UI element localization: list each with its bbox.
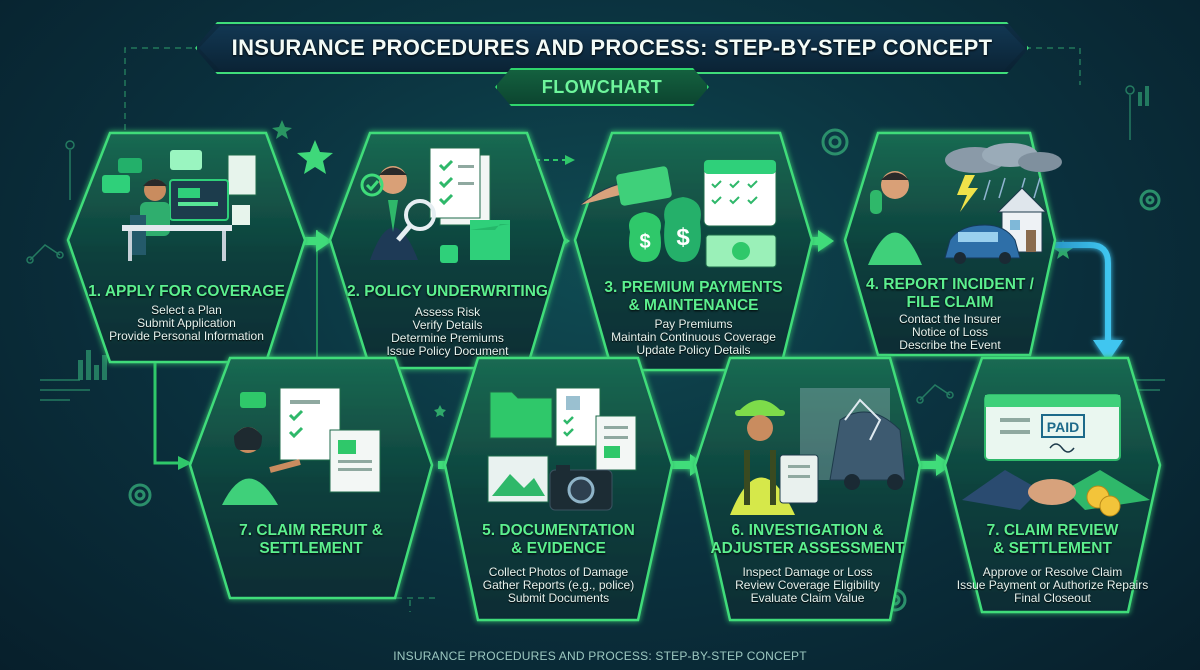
list-item: Approve or Resolve Claim	[982, 565, 1123, 579]
list-item: Verify Details	[412, 318, 483, 332]
title-banner: INSURANCE PROCEDURES AND PROCESS: STEP-B…	[195, 22, 1029, 74]
step-4-items: Contact the Insurer Notice of Loss Descr…	[845, 313, 1055, 352]
list-item: Pay Premiums	[654, 317, 733, 331]
list-item: Select a Plan	[151, 303, 222, 317]
step-5-illustration	[487, 387, 637, 511]
list-item: Gather Reports (e.g., police)	[482, 578, 635, 592]
step-2-illustration	[360, 147, 510, 263]
page-subtitle: FLOWCHART	[541, 76, 663, 97]
bar-chart-icon	[78, 86, 1149, 380]
step-5-title: 5. DOCUMENTATION & EVIDENCE	[482, 522, 635, 557]
list-item: Describe the Event	[899, 338, 1001, 352]
step-7-illustration	[222, 387, 381, 505]
list-item: Submit Documents	[507, 591, 610, 605]
background-dashed-lines	[124, 47, 1081, 612]
list-item: Inspect Damage or Loss	[742, 565, 873, 579]
list-item: Provide Personal Information	[109, 329, 264, 343]
paid-stamp-text: PAID	[1047, 419, 1079, 435]
page-title: INSURANCE PROCEDURES AND PROCESS: STEP-B…	[231, 35, 993, 60]
step-8-illustration	[962, 394, 1150, 517]
list-item: Issue Payment or Authorize Repairs	[956, 578, 1149, 592]
list-item: Update Policy Details	[636, 343, 751, 357]
step-6-illustration	[730, 388, 906, 515]
list-item: Maintain Continuous Coverage	[611, 330, 776, 344]
connector-arrow-1-to-7	[153, 360, 180, 465]
step-2-title: 2. POLICY UNDERWRITING	[347, 283, 548, 300]
step-1-illustration	[102, 150, 257, 261]
list-item: Notice of Loss	[911, 325, 989, 339]
list-item: Review Coverage Eligibility	[735, 578, 880, 592]
list-item: Assess Risk	[414, 305, 481, 319]
step-6-title: 6. INVESTIGATION & ADJUSTER ASSESSMENT	[710, 522, 905, 557]
step-1-title: 1. APPLY FOR COVERAGE	[88, 283, 285, 300]
list-item: Contact the Insurer	[898, 312, 1002, 326]
list-item: Collect Photos of Damage	[488, 565, 629, 579]
subtitle-banner: FLOWCHART	[495, 68, 709, 106]
step-6-items: Inspect Damage or Loss Review Coverage E…	[695, 566, 920, 605]
step-4-title: 4. REPORT INCIDENT / FILE CLAIM	[866, 276, 1034, 311]
list-item: Evaluate Claim Value	[750, 591, 865, 605]
step-3-illustration: $ $	[579, 159, 777, 268]
svg-text:$: $	[676, 224, 690, 251]
step-7-title: 7. CLAIM RERUIT & SETTLEMENT	[239, 522, 383, 557]
circuit-decoration	[26, 85, 1165, 404]
step-2-items: Assess Risk Verify Details Determine Pre…	[330, 306, 565, 358]
step-3-items: Pay Premiums Maintain Continuous Coverag…	[575, 318, 812, 357]
list-item: Determine Premiums	[391, 331, 504, 345]
step-3-title: 3. PREMIUM PAYMENTS & MAINTENANCE	[604, 279, 783, 314]
svg-text:$: $	[639, 231, 650, 253]
list-item: Submit Application	[137, 316, 236, 330]
step-4-illustration	[868, 143, 1062, 265]
step-8-title: 7. CLAIM REVIEW & SETTLEMENT	[986, 522, 1119, 557]
list-item: Issue Policy Document	[386, 344, 509, 358]
list-item: Final Closeout	[1014, 591, 1091, 605]
connector-arrowhead-4-to-8	[1093, 340, 1123, 362]
connector-arrow-4-to-8	[1030, 242, 1111, 345]
gear-icon	[128, 128, 1161, 612]
star-icon	[272, 120, 1073, 417]
step-8-items: Approve or Resolve Claim Issue Payment o…	[940, 566, 1165, 605]
step-1-items: Select a Plan Submit Application Provide…	[68, 304, 305, 343]
step-5-items: Collect Photos of Damage Gather Reports …	[445, 566, 672, 605]
footer-caption: INSURANCE PROCEDURES AND PROCESS: STEP-B…	[393, 649, 807, 663]
